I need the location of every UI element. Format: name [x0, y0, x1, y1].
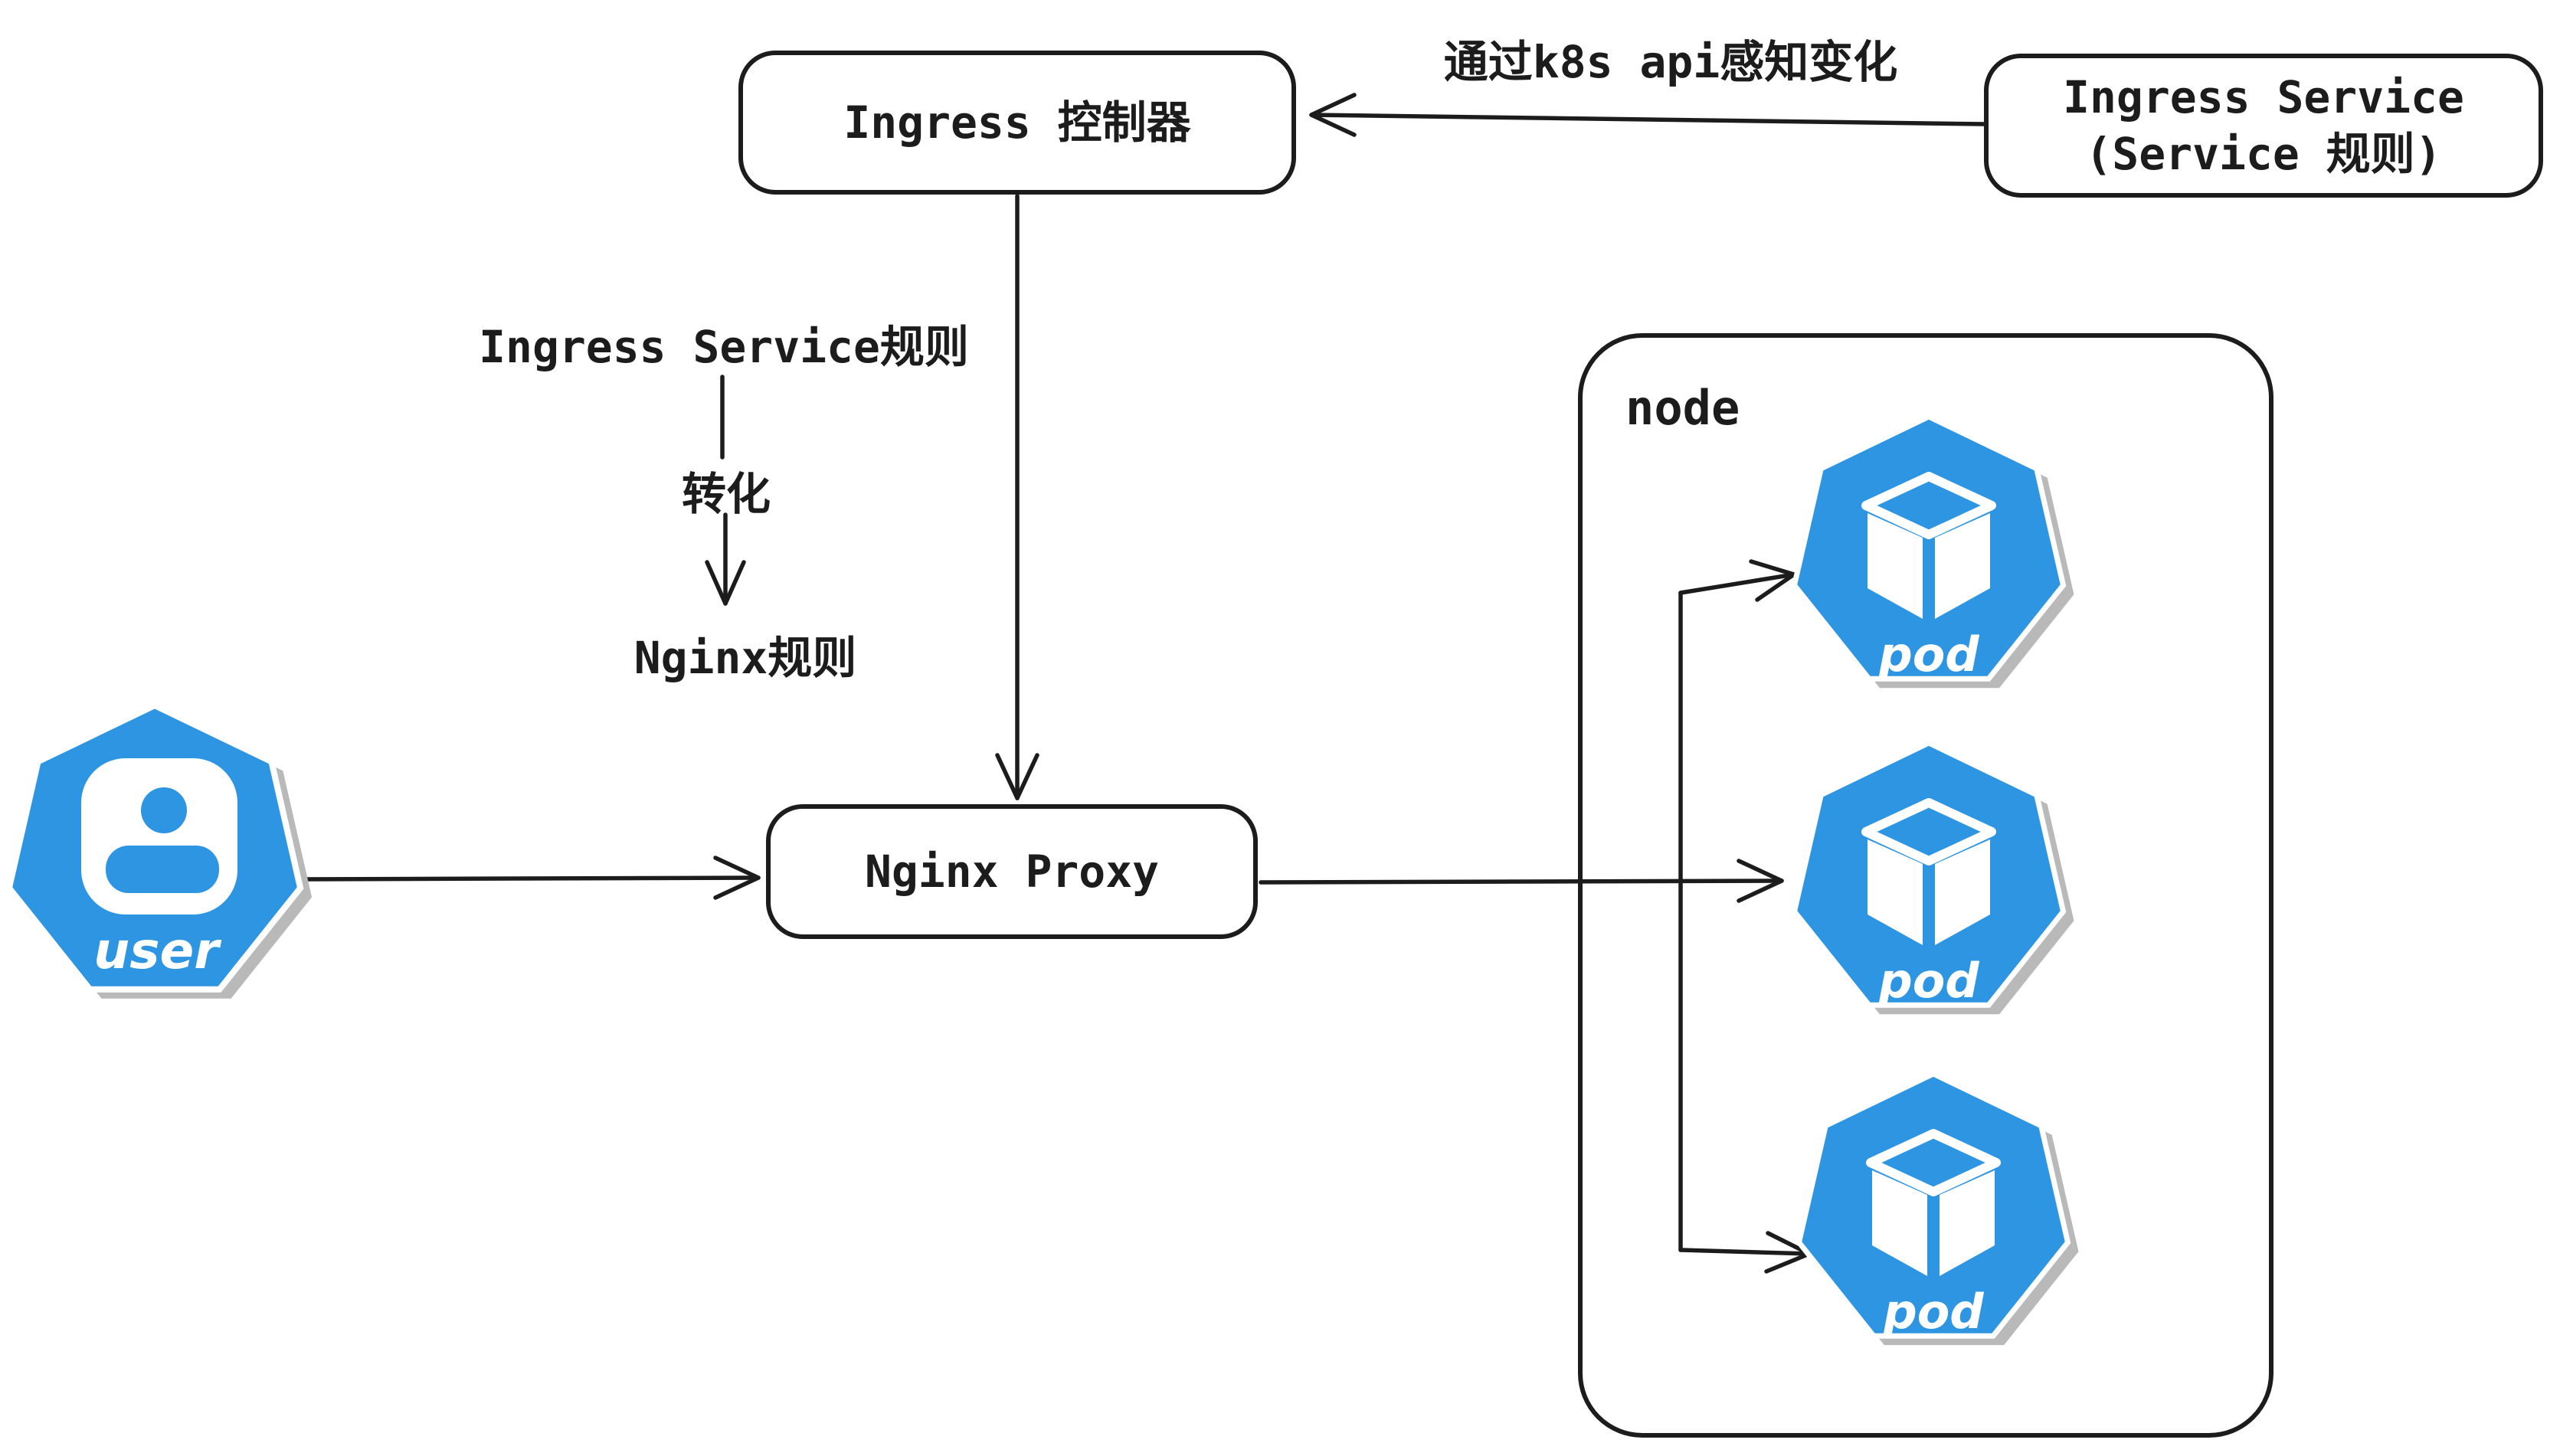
k8s-api-annotation: 通过k8s api感知变化 [1443, 36, 1898, 88]
pod-label: pod [1882, 1284, 1984, 1340]
user-icon: user [5, 702, 313, 999]
ingress-service-label-line1: Ingress Service [2063, 70, 2464, 123]
pod-label: pod [1877, 627, 1979, 682]
ingress-service-rule-annotation: Ingress Service规则 [479, 321, 969, 373]
ingress-controller-label: Ingress 控制器 [843, 96, 1191, 149]
pod-icon-3: pod [1780, 1058, 2087, 1365]
arrow-controller-to-nginx [995, 194, 1039, 800]
ingress-controller-box: Ingress 控制器 [738, 51, 1296, 195]
node-container-box [1578, 333, 2273, 1438]
pod-icon-2: pod [1776, 728, 2082, 1034]
ingress-service-label-line2: (Service 规则) [2085, 128, 2442, 180]
transform-annotation: 转化 [681, 468, 771, 520]
arrow-nginx-to-pod-2 [1259, 859, 1784, 903]
nginx-rule-annotation: Nginx规则 [633, 632, 857, 684]
node-label: node [1625, 380, 1740, 436]
ingress-service-box: Ingress Service (Service 规则) [1984, 54, 2543, 198]
nginx-proxy-box: Nginx Proxy [766, 804, 1258, 939]
arrow-branch-to-pod-1 [1678, 559, 1796, 1252]
arrow-transform-to-nginx-rule [705, 512, 746, 606]
arrow-user-to-nginx [298, 856, 761, 900]
arrow-service-to-controller [1309, 93, 1986, 137]
pod-icon-1: pod [1776, 401, 2082, 708]
user-body [106, 846, 219, 893]
user-head [141, 787, 187, 833]
pod-label: pod [1877, 953, 1979, 1009]
nginx-proxy-label: Nginx Proxy [864, 845, 1160, 898]
user-label: user [93, 921, 221, 980]
